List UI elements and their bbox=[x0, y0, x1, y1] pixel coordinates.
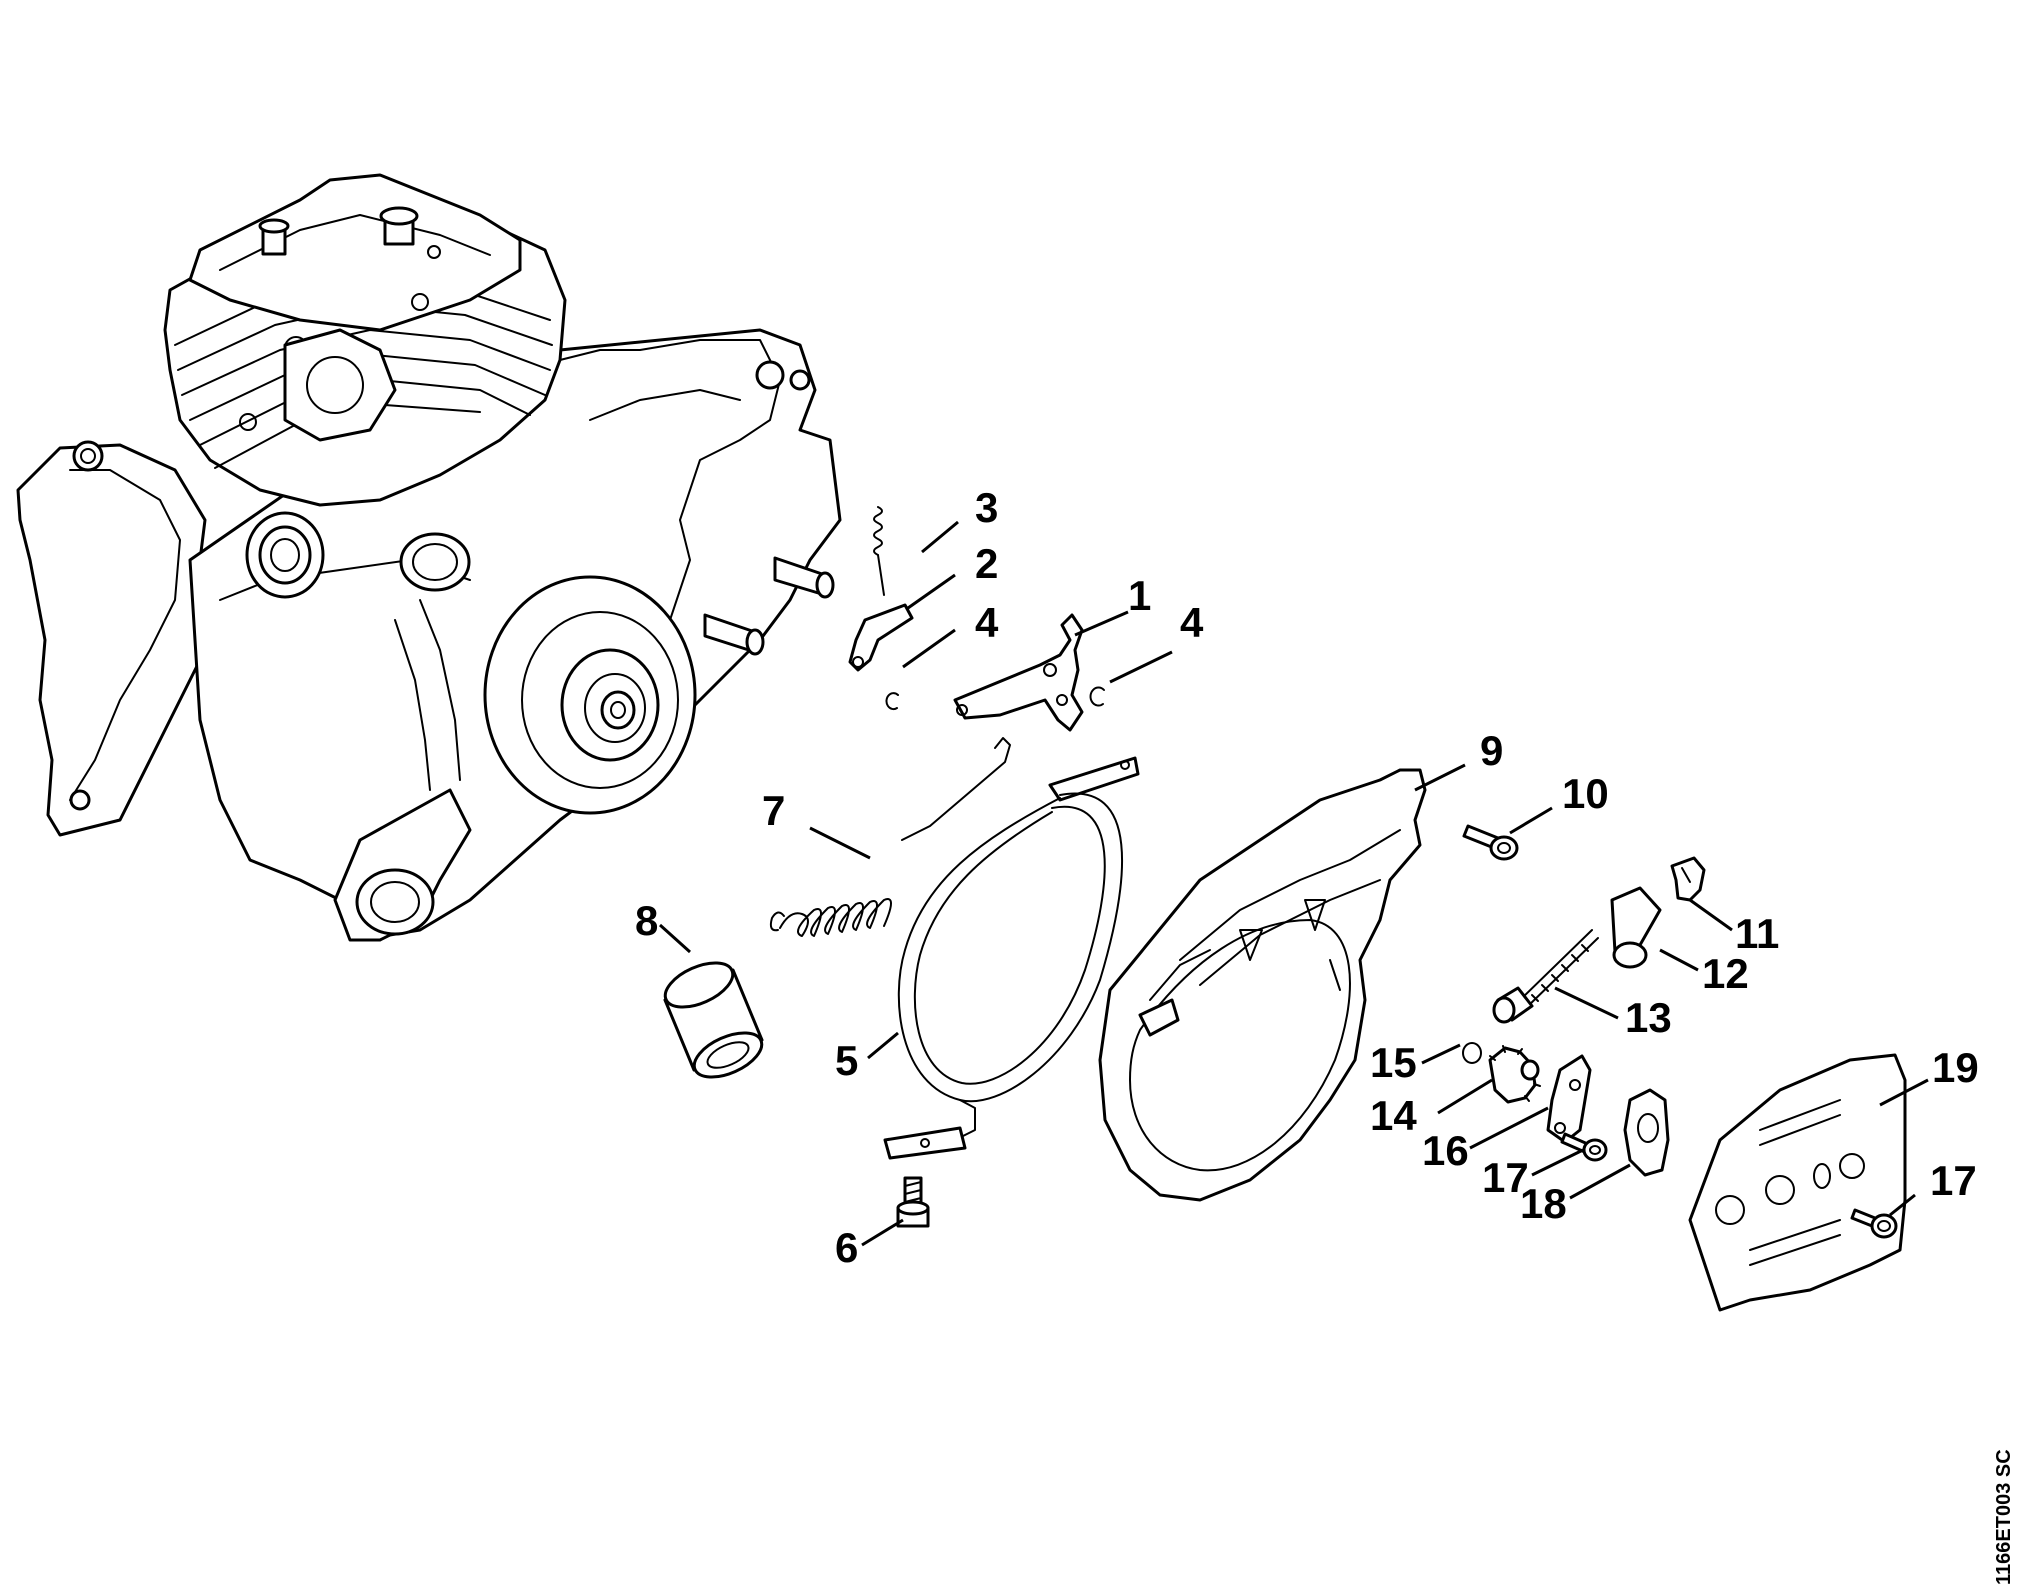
callout-13: 13 bbox=[1625, 994, 1672, 1041]
part-4-e-clip-right bbox=[1089, 686, 1105, 707]
clutch-drum bbox=[483, 575, 697, 815]
part-5-brake-band bbox=[883, 756, 1140, 1160]
engine-assembly bbox=[16, 173, 842, 942]
leader-lines bbox=[658, 520, 1929, 1247]
bar-studs bbox=[703, 556, 835, 656]
part-3-spring bbox=[873, 506, 885, 596]
part-1-brake-lever bbox=[953, 613, 1084, 732]
part-12-tensioner-slide bbox=[1610, 886, 1662, 969]
callout-12: 12 bbox=[1702, 950, 1749, 997]
callout-10: 10 bbox=[1562, 770, 1609, 817]
callout-19: 19 bbox=[1932, 1044, 1979, 1091]
part-6-screw bbox=[896, 1176, 930, 1228]
callout-18: 18 bbox=[1520, 1180, 1567, 1227]
callout-17a: 17 bbox=[1482, 1154, 1529, 1201]
part-7-coil-spring bbox=[769, 737, 1011, 937]
callout-15: 15 bbox=[1370, 1039, 1417, 1086]
callout-3: 3 bbox=[975, 484, 998, 531]
callout-5: 5 bbox=[835, 1037, 858, 1084]
drawing-code: 1166ET003 SC bbox=[1993, 1449, 2015, 1585]
callout-9: 9 bbox=[1480, 727, 1503, 774]
callout-16: 16 bbox=[1422, 1127, 1469, 1174]
part-11-clip bbox=[1670, 856, 1706, 902]
part-8-bushing bbox=[663, 961, 764, 1079]
callout-4a: 4 bbox=[975, 599, 999, 646]
part-14-spur-gear bbox=[1488, 1045, 1541, 1104]
callout-7: 7 bbox=[762, 787, 785, 834]
callout-2: 2 bbox=[975, 540, 998, 587]
callout-11: 11 bbox=[1735, 910, 1779, 957]
part-16-plate bbox=[1546, 1054, 1592, 1144]
callout-17b: 17 bbox=[1930, 1157, 1977, 1204]
part-15-o-ring bbox=[1462, 1042, 1482, 1064]
part-2-lever bbox=[848, 603, 914, 672]
part-9-sprocket-cover bbox=[1098, 768, 1427, 1202]
part-10-screw bbox=[1462, 824, 1519, 861]
callout-14: 14 bbox=[1370, 1092, 1417, 1139]
part-18-guide-plate bbox=[1623, 1088, 1670, 1177]
callout-8: 8 bbox=[635, 897, 658, 944]
cylinder bbox=[163, 173, 567, 507]
part-17-screw-b bbox=[1850, 1208, 1898, 1239]
part-4-e-clip-left bbox=[885, 692, 899, 711]
part-19-side-plate bbox=[1688, 1053, 1907, 1312]
callout-labels: 1 2 3 4 4 5 6 7 8 9 10 11 12 13 14 15 16… bbox=[635, 484, 1979, 1271]
part-17-screw-a bbox=[1560, 1132, 1608, 1162]
callout-6: 6 bbox=[835, 1224, 858, 1271]
part-13-adjusting-screw bbox=[1492, 929, 1599, 1024]
callout-1: 1 bbox=[1128, 572, 1151, 619]
callout-4b: 4 bbox=[1180, 599, 1204, 646]
